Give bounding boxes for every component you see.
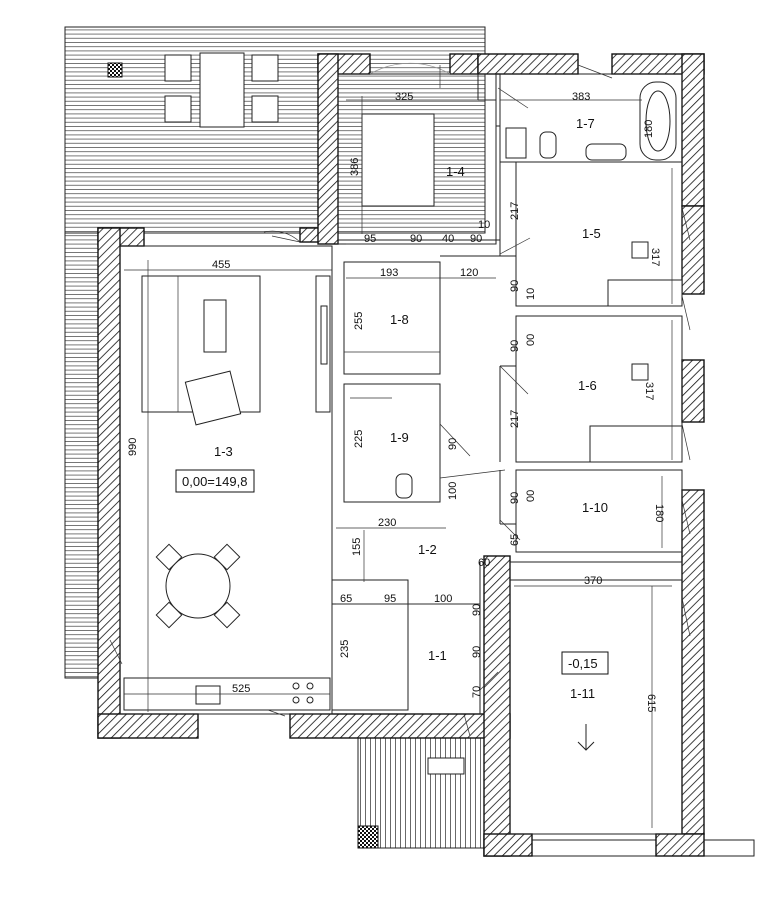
dim-65-hall: 65 xyxy=(340,593,352,605)
room-1-1: 1-1 xyxy=(428,648,447,663)
dim-60: 60 xyxy=(478,557,490,569)
dim-235: 235 xyxy=(339,640,351,658)
dim-217-bottom: 217 xyxy=(509,410,521,428)
doors xyxy=(109,62,691,737)
room-1-8: 1-8 xyxy=(390,312,409,327)
room-1-4: 1-4 xyxy=(446,164,465,179)
dim-70: 70 xyxy=(471,686,483,698)
dim-370: 370 xyxy=(584,575,602,587)
dim-90-top-a: 90 xyxy=(410,233,422,245)
dim-00-mid: 00 xyxy=(525,334,537,346)
level-main: 0,00=149,8 xyxy=(182,474,247,489)
dim-383: 383 xyxy=(572,91,590,103)
dim-95-top: 95 xyxy=(364,233,376,245)
dim-10-mid: 10 xyxy=(525,288,537,300)
dim-90-hall-a: 90 xyxy=(471,604,483,616)
dim-317-top: 317 xyxy=(649,248,661,266)
dim-100-hall: 100 xyxy=(434,593,452,605)
room-1-11: 1-11 xyxy=(570,686,595,701)
dimension-labels: 325 383 180 386 217 317 95 90 40 90 10 4… xyxy=(127,91,665,712)
dimension-lines xyxy=(124,96,673,828)
dim-217-top: 217 xyxy=(509,202,521,220)
room-1-2: 1-2 xyxy=(418,542,437,557)
dim-325: 325 xyxy=(395,91,413,103)
terrace-dining-set xyxy=(107,52,279,128)
dim-00-wardrobe: 00 xyxy=(525,490,537,502)
dim-90-mid-d: 90 xyxy=(509,340,521,352)
dim-90-wc: 90 xyxy=(447,438,459,450)
interior-walls xyxy=(119,73,683,835)
dim-615: 615 xyxy=(645,694,657,712)
room-labels: 1-1 1-2 1-3 1-4 1-5 1-6 1-7 1-8 1-9 1-10… xyxy=(214,116,608,701)
dim-255: 255 xyxy=(353,312,365,330)
dim-120: 120 xyxy=(460,267,478,279)
room-1-3: 1-3 xyxy=(214,444,233,459)
dim-90-mid-c: 90 xyxy=(509,280,521,292)
dim-990: 990 xyxy=(127,438,139,456)
dim-230: 230 xyxy=(378,517,396,529)
room-1-10: 1-10 xyxy=(582,500,608,515)
dim-100-wc: 100 xyxy=(447,482,459,500)
dim-225: 225 xyxy=(353,430,365,448)
dim-90-hall-b: 90 xyxy=(471,646,483,658)
dim-525: 525 xyxy=(232,683,250,695)
room-1-7: 1-7 xyxy=(576,116,595,131)
room-1-5: 1-5 xyxy=(582,226,601,241)
level-markers: 0,00=149,8 -0,15 xyxy=(175,469,609,675)
dim-386: 386 xyxy=(349,158,361,176)
dim-455: 455 xyxy=(212,259,230,271)
dim-180-wardrobe: 180 xyxy=(653,504,665,522)
furniture xyxy=(123,81,683,751)
dim-95-hall: 95 xyxy=(384,593,396,605)
dim-65-wardrobe: 65 xyxy=(509,534,521,546)
entrance-stairs xyxy=(357,733,755,857)
dim-90-top-b: 90 xyxy=(470,233,482,245)
dim-40: 40 xyxy=(442,233,454,245)
dim-317-bottom: 317 xyxy=(643,382,655,400)
level-garage: -0,15 xyxy=(568,656,598,671)
dim-193: 193 xyxy=(380,267,398,279)
room-1-9: 1-9 xyxy=(390,430,409,445)
dim-90-wardrobe: 90 xyxy=(509,492,521,504)
dim-180-bath: 180 xyxy=(643,120,655,138)
dim-10-top: 10 xyxy=(478,219,490,231)
dim-155: 155 xyxy=(351,538,363,556)
room-1-6: 1-6 xyxy=(578,378,597,393)
